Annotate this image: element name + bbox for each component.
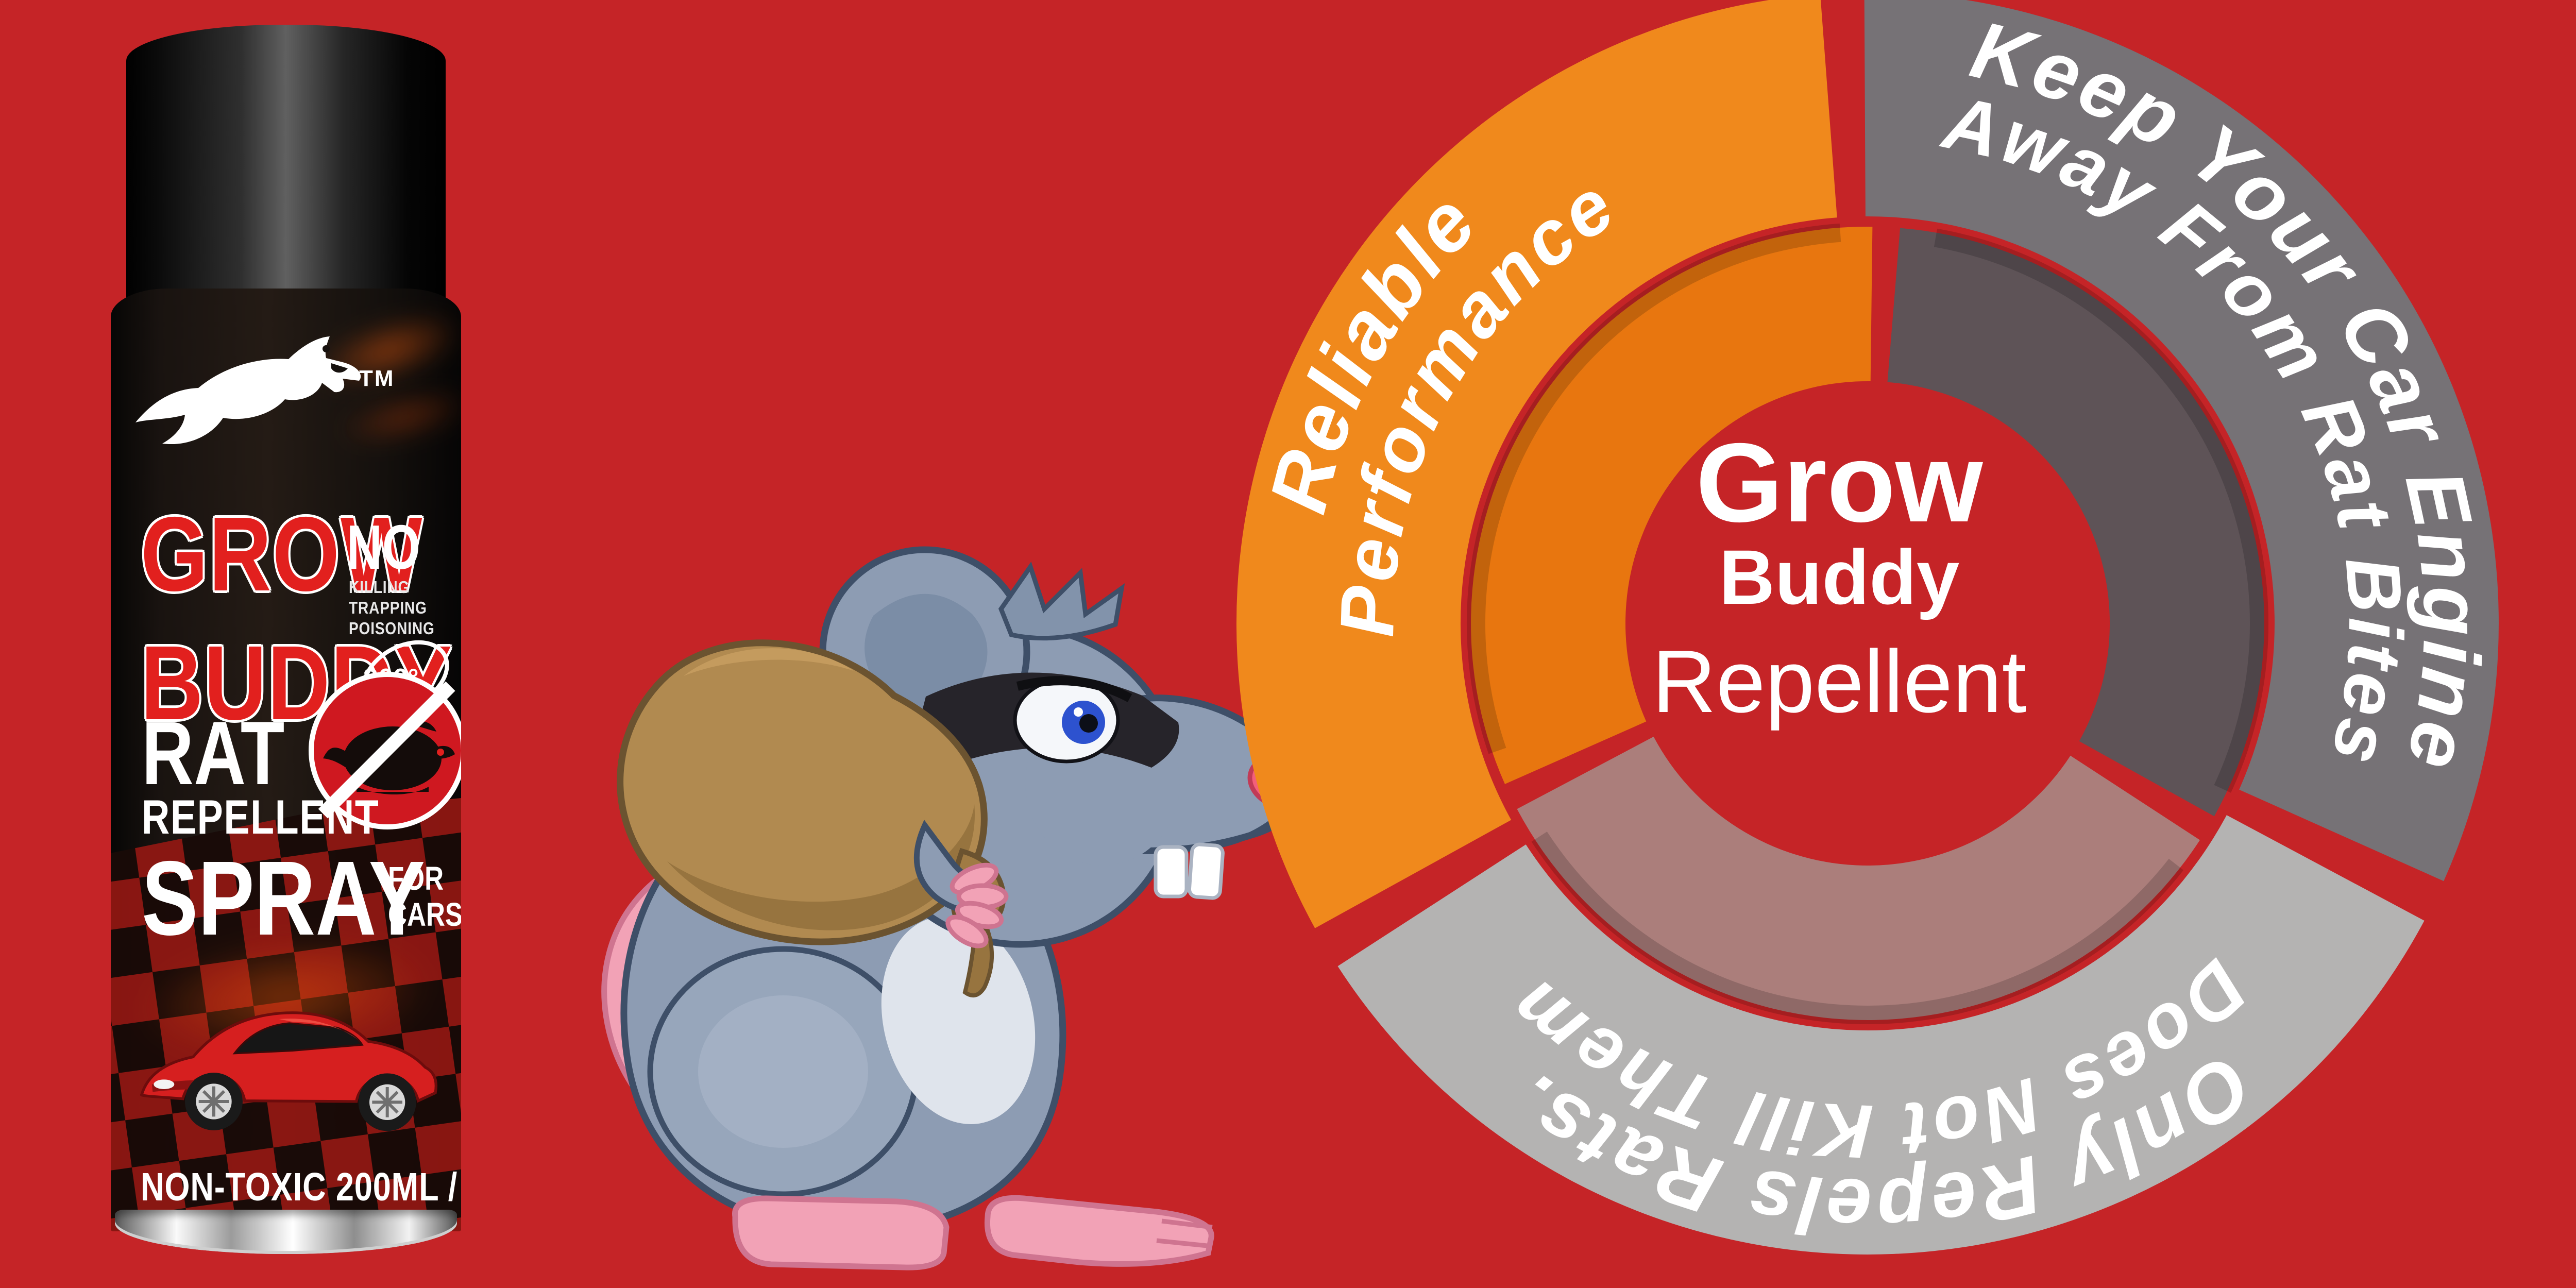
panther-logo-icon [135,336,361,445]
product-name-rat: RAT [142,703,285,804]
no-kill-list: KILLING TRAPPING POISONING [349,578,435,638]
burglar-rat-illustration [601,546,1301,1270]
wheel-segment-repels [1337,815,2425,1255]
rat-back-foot [732,1195,950,1270]
wheel-segment-reliable [1236,0,1837,928]
wheel-inner-shadow [1466,223,2268,1024]
wheel-center-line1: Grow [1696,420,1983,546]
wheel-segment-engine [1864,0,2499,882]
can-footer-text: NON-TOXIC 200ML / 6.76 FL. OZ [141,1165,461,1209]
brand-grow-text: GROW [141,495,423,613]
product-can: TM GROW NO KILLING TRAPPING POISONING BU… [111,15,461,1262]
can-cap [126,25,446,306]
product-qualifier-for: FOR [388,860,444,897]
wheel-inner-reliable [1471,227,1873,784]
trademark-symbol: TM [359,366,395,391]
no-rat-icon [309,672,461,829]
wheel-inner-repels [1517,736,2200,1020]
race-car-graphic [140,1011,437,1131]
can-label: TM GROW NO KILLING TRAPPING POISONING BU… [111,289,461,1231]
product-qualifier-cars: CARS [388,896,461,933]
rat-hair-tuft [998,562,1125,641]
rat-front-foot [984,1195,1214,1267]
no-kill-heading: NO [347,512,420,582]
wheel-center-line3: Repellent [1652,632,2027,731]
product-name-spray: SPRAY [142,839,425,957]
rat-teeth [1154,845,1189,899]
rat-hand [913,820,1009,948]
wheel-inner-engine [1887,228,2264,817]
product-name-repellent: REPELLENT [142,790,380,844]
wheel-center-line2: Buddy [1719,534,1960,620]
